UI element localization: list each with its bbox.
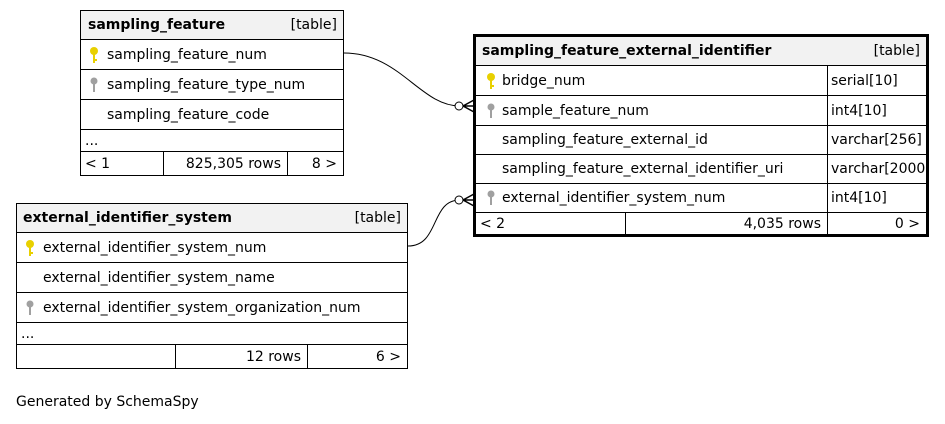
foreign-key-icon	[486, 184, 496, 212]
table-tag: [table]	[290, 17, 337, 33]
table-header: external_identifier_system [table]	[17, 204, 407, 232]
column-row[interactable]: external_identifier_system_name	[17, 262, 407, 292]
table-title: sampling_feature	[88, 17, 226, 33]
foreign-key-icon	[25, 293, 35, 322]
column-name: external_identifier_system_organization_…	[43, 299, 361, 316]
column-row[interactable]: external_identifier_system_num int4[10]	[476, 183, 926, 212]
link-crowfoot	[462, 99, 475, 113]
column-row[interactable]: sample_feature_num int4[10]	[476, 95, 926, 125]
link-crowfoot	[462, 193, 475, 207]
ellipsis: ...	[85, 132, 99, 149]
column-name: external_identifier_system_name	[43, 269, 275, 286]
column-name: bridge_num	[502, 72, 586, 89]
column-row[interactable]: sampling_feature_code	[81, 99, 343, 129]
column-type: serial[10]	[827, 66, 926, 95]
link-sampling-feature-to-bridge	[343, 52, 461, 107]
column-name: sampling_feature_num	[107, 46, 267, 63]
column-row[interactable]: external_identifier_system_num	[17, 232, 407, 262]
column-row[interactable]: bridge_num serial[10]	[476, 65, 926, 95]
parents-count: < 2	[480, 215, 506, 232]
column-name: sampling_feature_code	[107, 106, 270, 123]
table-footer: < 2 4,035 rows 0 >	[476, 212, 926, 234]
parents-count	[21, 345, 175, 368]
column-type: varchar[2000]	[827, 155, 926, 183]
table-header: sampling_feature_external_identifier [ta…	[476, 37, 926, 65]
column-row[interactable]: sampling_feature_type_num	[81, 69, 343, 99]
table-tag: [table]	[354, 210, 401, 226]
table-footer: < 1 825,305 rows 8 >	[81, 151, 343, 175]
primary-key-icon	[25, 233, 35, 262]
table-sampling-feature[interactable]: sampling_feature [table] sampling_featur…	[80, 10, 344, 176]
ellipsis: ...	[21, 325, 35, 342]
more-columns: ...	[17, 322, 407, 344]
link-end-circle	[454, 101, 464, 111]
table-title: sampling_feature_external_identifier	[482, 43, 772, 59]
table-sampling-feature-external-identifier[interactable]: sampling_feature_external_identifier [ta…	[473, 34, 929, 237]
table-footer: 12 rows 6 >	[17, 344, 407, 368]
row-count: 12 rows	[175, 345, 307, 368]
column-name: sampling_feature_external_identifier_uri	[502, 161, 784, 177]
table-title: external_identifier_system	[23, 210, 232, 226]
column-type: int4[10]	[827, 184, 926, 212]
children-count: 8 >	[287, 152, 343, 175]
link-external-system-to-bridge	[407, 199, 461, 247]
children-count: 0 >	[827, 213, 926, 234]
column-name: sampling_feature_type_num	[107, 76, 306, 93]
column-row[interactable]: external_identifier_system_organization_…	[17, 292, 407, 322]
primary-key-icon	[486, 66, 496, 95]
column-row[interactable]: sampling_feature_num	[81, 39, 343, 69]
column-type: int4[10]	[827, 96, 926, 125]
primary-key-icon	[89, 40, 99, 69]
column-row[interactable]: sampling_feature_external_identifier_uri…	[476, 154, 926, 183]
row-count: 825,305 rows	[163, 152, 287, 175]
column-name: external_identifier_system_num	[502, 190, 726, 206]
column-name: external_identifier_system_num	[43, 239, 267, 256]
column-row[interactable]: sampling_feature_external_id varchar[256…	[476, 125, 926, 154]
column-name: sampling_feature_external_id	[502, 132, 708, 148]
children-count: 6 >	[307, 345, 407, 368]
more-columns: ...	[81, 129, 343, 151]
row-count: 4,035 rows	[625, 213, 827, 234]
table-external-identifier-system[interactable]: external_identifier_system [table] exter…	[16, 203, 408, 369]
column-type: varchar[256]	[827, 126, 926, 154]
foreign-key-icon	[486, 96, 496, 125]
link-end-circle	[454, 195, 464, 205]
column-name: sample_feature_num	[502, 102, 649, 119]
foreign-key-icon	[89, 70, 99, 99]
table-header: sampling_feature [table]	[81, 11, 343, 39]
generated-by-note: Generated by SchemaSpy	[16, 394, 199, 410]
parents-count: < 1	[85, 155, 111, 172]
table-tag: [table]	[873, 43, 920, 59]
